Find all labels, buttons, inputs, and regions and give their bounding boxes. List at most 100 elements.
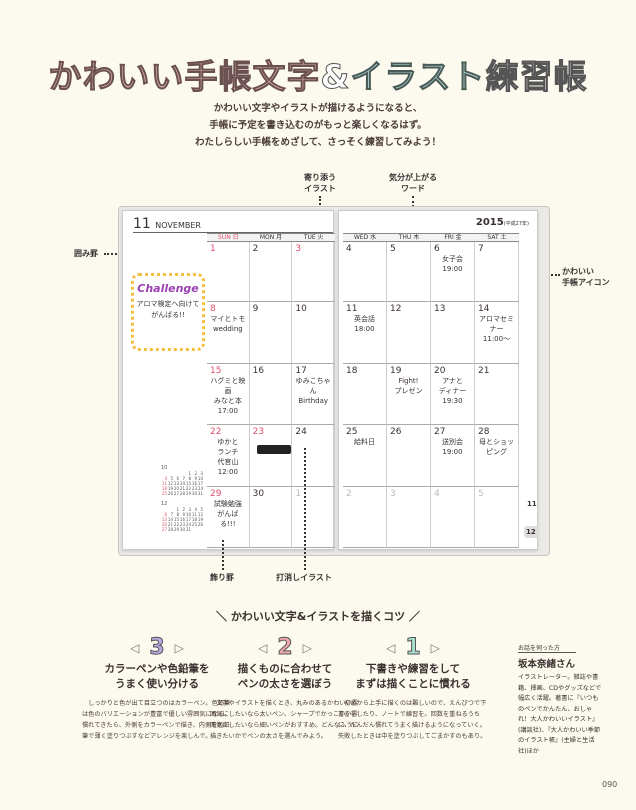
callout-line: 気分が上がる: [389, 173, 437, 182]
mini-day: 3: [200, 471, 203, 476]
tip-number-text: 2: [277, 635, 293, 661]
mini-day: 19: [167, 486, 173, 491]
month-header: 11 NOVEMBER: [133, 216, 333, 233]
date-number: 9: [252, 304, 259, 314]
mini-day: 29: [185, 491, 191, 496]
planner-note: Fight!: [398, 377, 419, 385]
leader-line: [304, 448, 306, 570]
calendar-day[interactable]: 1: [292, 487, 336, 548]
weekday-header: SUN 日: [207, 233, 250, 242]
callout-line: 手帳アイコン: [562, 278, 610, 287]
calendar-day[interactable]: 4: [431, 487, 475, 548]
date-number: 24: [295, 427, 307, 437]
calendar-day[interactable]: 5: [475, 487, 519, 548]
calendar-day[interactable]: 2: [249, 242, 293, 302]
calendar-day[interactable]: 9: [249, 302, 293, 364]
leader-line: [222, 540, 224, 570]
calendar-day[interactable]: 16: [249, 364, 293, 425]
calendar-day[interactable]: 30: [249, 487, 293, 548]
date-number: 18: [346, 366, 358, 376]
month-tab-11[interactable]: 11: [527, 500, 537, 508]
mini-day: 7: [182, 476, 185, 481]
callout-deco: 飾り罫: [210, 573, 234, 582]
calendar-day[interactable]: 3: [387, 487, 431, 548]
calendar-day[interactable]: 23: [249, 425, 293, 487]
tip-title-line: カラーペンや色鉛筆を: [104, 663, 210, 675]
planner-note: 19:00: [442, 265, 463, 273]
calendar-day[interactable]: 7: [475, 242, 519, 302]
challenge-title: Challenge: [137, 282, 199, 295]
calendar-day[interactable]: 4: [343, 242, 387, 302]
planner-note: 代官山 12:00: [217, 458, 239, 476]
tip-title: 描くものに合わせてペンの太さを選ぼう: [210, 662, 360, 692]
mini-day: 26: [197, 522, 203, 527]
challenge-frame: Challenge アロマ検定へ向けてがんばる!!: [131, 273, 205, 351]
planner-note: wedding: [212, 325, 243, 333]
callout-line: 寄り添う: [304, 173, 336, 182]
planner-note: ランチ: [217, 448, 239, 456]
planner-note: 英会話: [354, 315, 375, 323]
mini-day: 2: [194, 471, 197, 476]
date-number: 2: [346, 489, 352, 499]
calendar-day[interactable]: 10: [292, 302, 336, 364]
calendar-day[interactable]: 1: [207, 242, 250, 302]
date-number: 12: [390, 304, 402, 314]
tip-title: 下書きや練習をしてまずは描くことに慣れる: [338, 662, 488, 692]
callout-line: イラスト: [304, 184, 336, 193]
triangle-left-icon: ◁: [130, 641, 140, 655]
cancel-dog-icon: [256, 445, 291, 454]
mini-day: 6: [176, 476, 179, 481]
planner-note: アロマセミナー: [479, 315, 514, 333]
planner-note: アナと: [442, 377, 463, 385]
date-number: 22: [210, 427, 222, 437]
calendar-day[interactable]: 26: [387, 425, 431, 487]
mini-day: 31: [185, 527, 191, 532]
date-number: 10: [295, 304, 307, 314]
tip-title-line: 下書きや練習をして: [365, 663, 461, 675]
date-number: 26: [390, 427, 402, 437]
mini-day: 31: [197, 491, 203, 496]
date-number: 4: [346, 244, 352, 254]
mini-day: 18: [191, 517, 197, 522]
calendar-day[interactable]: 18: [343, 364, 387, 425]
mini-day: 19: [197, 517, 203, 522]
calendar-day[interactable]: 12: [387, 302, 431, 364]
lead-line: わたしらしい手帳をめざして、さっそく練習してみよう！: [195, 137, 441, 148]
weekday-header: MON 月: [249, 233, 293, 242]
callout-icon: かわいい手帳アイコン: [562, 266, 622, 288]
calendar-day[interactable]: 5: [387, 242, 431, 302]
date-number: 1: [210, 244, 216, 254]
weekday-header: THU 木: [387, 233, 431, 242]
calendar-day[interactable]: 13: [431, 302, 475, 364]
tip-2: ◁2▷ 描くものに合わせてペンの太さを選ぼう 文字やイラストを描くとき、丸みのあ…: [210, 635, 360, 742]
planner-note: 女子会: [442, 255, 463, 263]
mini-day: 24: [185, 522, 191, 527]
mini-day: 27: [161, 527, 167, 532]
month-tab-12[interactable]: 12: [524, 526, 538, 538]
year: 2015: [475, 217, 504, 228]
month-name: NOVEMBER: [155, 221, 201, 230]
calendar-day[interactable]: 2: [343, 487, 387, 548]
mini-day: 11: [191, 512, 197, 517]
mini-day: 24: [197, 486, 203, 491]
calendar-day[interactable]: 24: [292, 425, 336, 487]
planner-note: がんばる!!!: [217, 510, 239, 528]
calendar-day[interactable]: 3: [292, 242, 336, 302]
calendar-day[interactable]: 21: [475, 364, 519, 425]
tip-1: ◁1▷ 下書きや練習をしてまずは描くことに慣れる 初めから上手に描くのは難しいの…: [338, 635, 488, 742]
mini-day: 4: [194, 507, 197, 512]
